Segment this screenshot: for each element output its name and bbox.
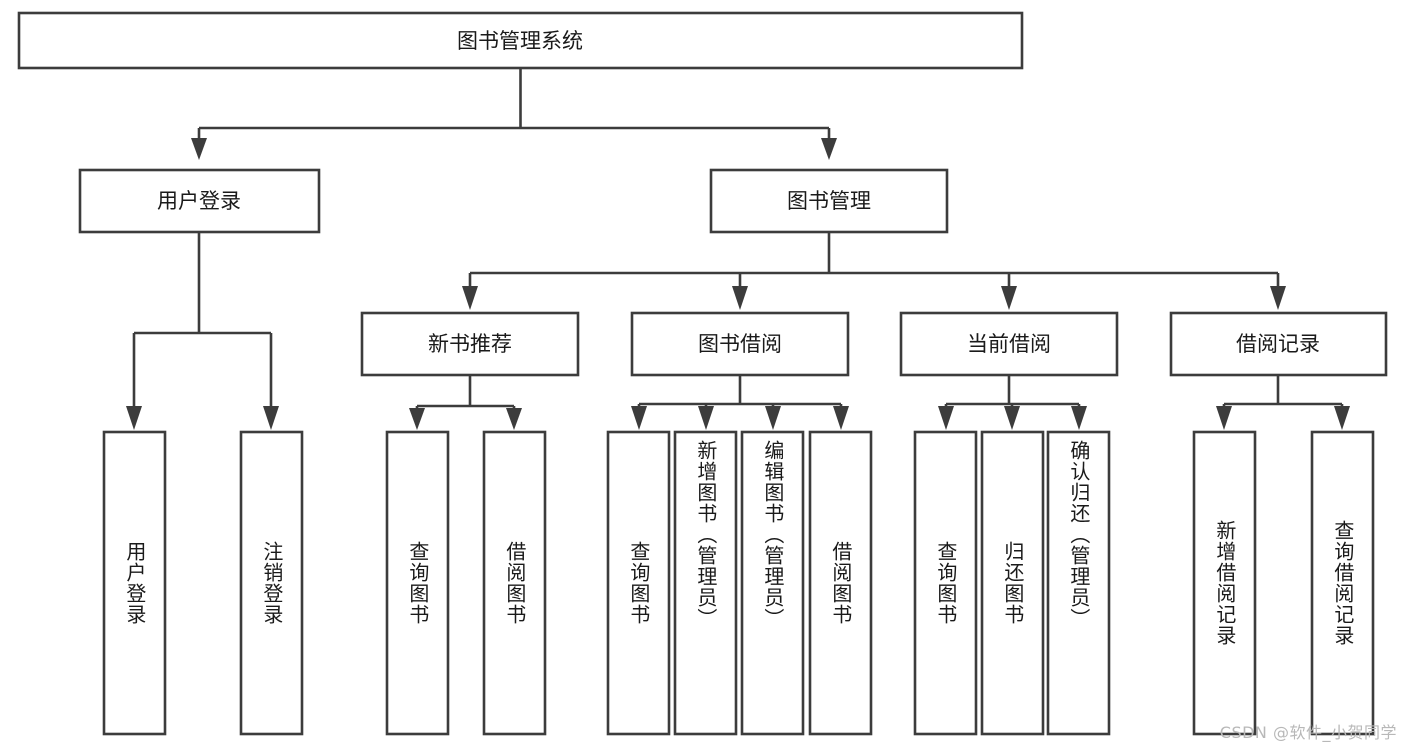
node-leaf-user-login-box[interactable] [102, 430, 167, 736]
arrow-head-leaf-return-book [1004, 406, 1020, 430]
arrow-head-current-borrow [1001, 286, 1017, 310]
arrow-head-book-management [821, 138, 837, 160]
node-user-login-label: 用户登录 [157, 189, 241, 213]
leaf-node-group [102, 430, 1375, 736]
node-leaf-query-book-1-box[interactable] [385, 430, 450, 736]
node-leaf-query-record-box[interactable] [1310, 430, 1375, 736]
arrow-head-leaf-query-book-3 [938, 406, 954, 430]
node-user-login[interactable]: 用户登录 [78, 168, 321, 234]
node-leaf-confirm-return-box[interactable] [1046, 430, 1111, 736]
arrow-head-book-borrow [732, 286, 748, 310]
node-book-management-box[interactable] [709, 168, 949, 234]
edge-group-book-management-to-level3 [462, 232, 1286, 310]
node-leaf-logout-login-box[interactable] [239, 430, 304, 736]
node-book-borrow-box[interactable] [630, 311, 850, 377]
arrow-head-leaf-add-book [698, 406, 714, 430]
node-book-borrow-label: 图书借阅 [698, 332, 782, 356]
edge-group-book-borrow-to-leaves [631, 375, 849, 430]
edge-group-new-book-recommend-to-leaves [409, 375, 522, 430]
node-leaf-edit-book-box[interactable] [740, 430, 805, 736]
arrow-head-borrow-record [1270, 286, 1286, 310]
node-leaf-query-book-3-box[interactable] [913, 430, 978, 736]
node-root-box[interactable] [17, 11, 1024, 70]
node-borrow-record-label: 借阅记录 [1236, 332, 1320, 356]
arrow-head-user-login [191, 138, 207, 160]
arrow-head-leaf-query-book-2 [631, 406, 647, 430]
node-current-borrow-label: 当前借阅 [967, 332, 1051, 356]
node-new-book-recommend-label: 新书推荐 [428, 332, 512, 356]
node-new-book-recommend[interactable]: 新书推荐 [360, 311, 580, 377]
node-new-book-recommend-box[interactable] [360, 311, 580, 377]
node-leaf-borrow-book-1-box[interactable] [482, 430, 547, 736]
node-leaf-add-book-box[interactable] [673, 430, 738, 736]
node-leaf-add-record-box[interactable] [1192, 430, 1257, 736]
edge-group-root-to-level2 [191, 68, 837, 160]
node-borrow-record-box[interactable] [1169, 311, 1388, 377]
node-borrow-record[interactable]: 借阅记录 [1169, 311, 1388, 377]
arrow-head-leaf-borrow-book-2 [833, 406, 849, 430]
arrow-head-leaf-confirm-return [1071, 406, 1087, 430]
node-book-management[interactable]: 图书管理 [709, 168, 949, 234]
arrow-head-leaf-add-record [1216, 406, 1232, 430]
node-leaf-borrow-book-2-box[interactable] [808, 430, 873, 736]
arrow-head-leaf-query-record [1334, 406, 1350, 430]
node-leaf-query-book-2-box[interactable] [606, 430, 671, 736]
node-user-login-box[interactable] [78, 168, 321, 234]
csdn-watermark: CSDN @软件_小贺同学 [1219, 723, 1397, 742]
arrow-head-leaf-edit-book [765, 406, 781, 430]
edge-group-current-borrow-to-leaves [938, 375, 1087, 430]
arrow-head-leaf-query-book-1 [409, 408, 425, 430]
node-root[interactable]: 图书管理系统 [17, 11, 1024, 70]
arrow-head-leaf-logout-login [263, 406, 279, 430]
arrow-head-leaf-borrow-book-1 [506, 408, 522, 430]
arrow-head-new-book-recommend [462, 286, 478, 310]
node-book-management-label: 图书管理 [787, 189, 871, 213]
node-current-borrow[interactable]: 当前借阅 [899, 311, 1119, 377]
arrow-head-leaf-user-login [126, 406, 142, 430]
node-book-borrow[interactable]: 图书借阅 [630, 311, 850, 377]
edge-group-borrow-record-to-leaves [1216, 375, 1350, 430]
node-root-label: 图书管理系统 [457, 29, 583, 53]
node-leaf-return-book-box[interactable] [980, 430, 1045, 736]
node-current-borrow-box[interactable] [899, 311, 1119, 377]
edge-group-user-login-to-leaves [126, 232, 279, 430]
